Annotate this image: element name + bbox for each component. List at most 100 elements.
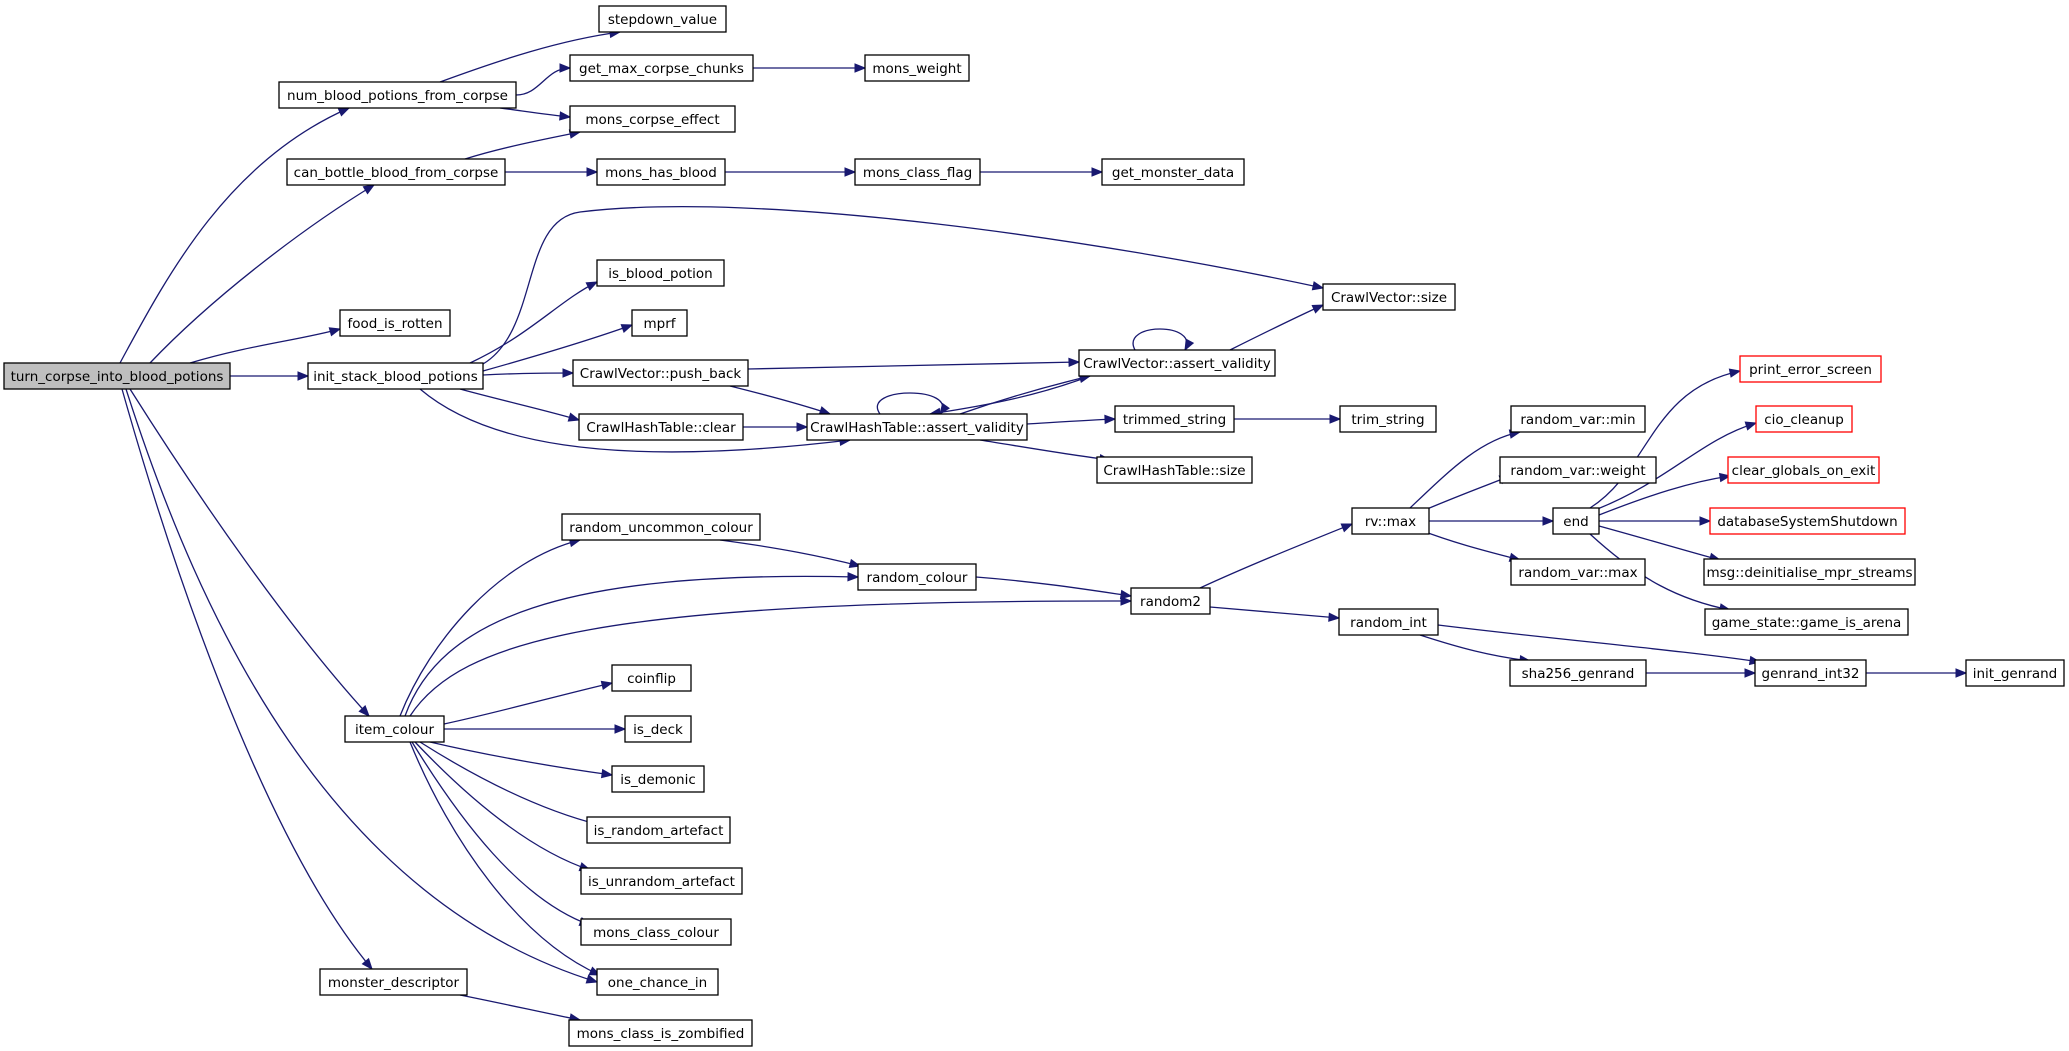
node-box[interactable] (1755, 405, 1853, 433)
node-game-is-arena[interactable]: game_state::game_is_arena (1704, 608, 1909, 636)
node-box[interactable] (580, 918, 732, 946)
node-box[interactable] (1965, 659, 2065, 687)
node-cv-size[interactable]: CrawlVector::size (1322, 283, 1456, 311)
node-rvar-weight[interactable]: random_var::weight (1499, 456, 1657, 484)
node-can-bottle[interactable]: can_bottle_blood_from_corpse (286, 158, 506, 186)
node-box[interactable] (569, 105, 736, 133)
node-genrand-int32[interactable]: genrand_int32 (1754, 659, 1867, 687)
node-box[interactable] (1499, 456, 1657, 484)
node-box[interactable] (1114, 405, 1235, 433)
node-mprf[interactable]: mprf (631, 309, 688, 337)
node-stepdown[interactable]: stepdown_value (598, 5, 727, 33)
node-random-colour[interactable]: random_colour (857, 563, 977, 591)
node-is-deck[interactable]: is_deck (624, 715, 692, 743)
node-box[interactable] (857, 563, 977, 591)
node-box[interactable] (1322, 283, 1456, 311)
node-mons-class-is-zombified[interactable]: mons_class_is_zombified (568, 1019, 753, 1047)
node-box[interactable] (596, 158, 726, 186)
node-is-unrandom-artefact[interactable]: is_unrandom_artefact (580, 867, 743, 895)
node-msg-deinit[interactable]: msg::deinitialise_mpr_streams (1703, 558, 1916, 586)
node-food-rotten[interactable]: food_is_rotten (339, 309, 451, 337)
node-box[interactable] (596, 259, 725, 287)
node-box[interactable] (1510, 405, 1646, 433)
node-box[interactable] (568, 1019, 753, 1047)
node-clear-globals[interactable]: clear_globals_on_exit (1727, 456, 1880, 484)
node-box[interactable] (278, 81, 517, 109)
node-box[interactable] (1101, 158, 1245, 186)
node-box[interactable] (1739, 355, 1882, 383)
node-cht-assert[interactable]: CrawlHashTable::assert_validity (806, 413, 1028, 441)
node-box[interactable] (624, 715, 692, 743)
node-box[interactable] (1709, 507, 1906, 535)
node-box[interactable] (1510, 558, 1646, 586)
node-db-shutdown[interactable]: databaseSystemShutdown (1709, 507, 1906, 535)
node-mons-class-colour[interactable]: mons_class_colour (580, 918, 732, 946)
node-rvar-min[interactable]: random_var::min (1510, 405, 1646, 433)
node-trimmed-string[interactable]: trimmed_string (1114, 405, 1235, 433)
node-box[interactable] (569, 54, 754, 82)
node-box[interactable] (1552, 507, 1600, 535)
node-cht-size[interactable]: CrawlHashTable::size (1096, 456, 1253, 484)
node-box[interactable] (1727, 456, 1880, 484)
node-box[interactable] (586, 816, 731, 844)
node-box[interactable] (307, 362, 484, 390)
node-box[interactable] (1509, 659, 1647, 687)
node-is-random-artefact[interactable]: is_random_artefact (586, 816, 731, 844)
node-box[interactable] (1130, 587, 1211, 615)
node-cht-clear[interactable]: CrawlHashTable::clear (578, 413, 744, 441)
node-box[interactable] (1704, 608, 1909, 636)
node-rvar-max[interactable]: random_var::max (1510, 558, 1646, 586)
node-trim-string[interactable]: trim_string (1339, 405, 1437, 433)
node-box[interactable] (580, 867, 743, 895)
node-box[interactable] (611, 664, 692, 692)
node-box[interactable] (572, 359, 749, 387)
node-box[interactable] (1339, 405, 1437, 433)
node-random-uncommon[interactable]: random_uncommon_colour (561, 513, 761, 541)
node-box[interactable] (339, 309, 451, 337)
node-box[interactable] (3, 362, 231, 390)
node-cio-cleanup[interactable]: cio_cleanup (1755, 405, 1853, 433)
node-get-max[interactable]: get_max_corpse_chunks (569, 54, 754, 82)
node-coinflip[interactable]: coinflip (611, 664, 692, 692)
node-box[interactable] (1754, 659, 1867, 687)
node-monster-desc[interactable]: monster_descriptor (319, 968, 468, 996)
node-item-colour[interactable]: item_colour (344, 715, 445, 743)
node-num-blood[interactable]: num_blood_potions_from_corpse (278, 81, 517, 109)
node-rv-max[interactable]: rv::max (1351, 507, 1430, 535)
node-box[interactable] (611, 765, 705, 793)
node-random-int[interactable]: random_int (1338, 608, 1439, 636)
node-mons-corpse-effect[interactable]: mons_corpse_effect (569, 105, 736, 133)
node-end[interactable]: end (1552, 507, 1600, 535)
node-box[interactable] (1078, 349, 1276, 377)
node-sha256-genrand[interactable]: sha256_genrand (1509, 659, 1647, 687)
node-box[interactable] (1703, 558, 1916, 586)
node-box[interactable] (631, 309, 688, 337)
node-box[interactable] (561, 513, 761, 541)
node-box[interactable] (596, 968, 719, 996)
node-box[interactable] (1338, 608, 1439, 636)
node-box[interactable] (578, 413, 744, 441)
node-init-stack[interactable]: init_stack_blood_potions (307, 362, 484, 390)
node-box[interactable] (286, 158, 506, 186)
node-mons-has-blood[interactable]: mons_has_blood (596, 158, 726, 186)
node-turn-corpse[interactable]: turn_corpse_into_blood_potions (3, 362, 231, 390)
node-box[interactable] (598, 5, 727, 33)
node-cv-assert[interactable]: CrawlVector::assert_validity (1078, 349, 1276, 377)
node-is-blood-potion[interactable]: is_blood_potion (596, 259, 725, 287)
node-random2[interactable]: random2 (1130, 587, 1211, 615)
node-box[interactable] (1096, 456, 1253, 484)
node-box[interactable] (864, 54, 970, 82)
node-box[interactable] (1351, 507, 1430, 535)
node-print-error-screen[interactable]: print_error_screen (1739, 355, 1882, 383)
node-box[interactable] (854, 158, 981, 186)
node-box[interactable] (806, 413, 1028, 441)
node-cv-push-back[interactable]: CrawlVector::push_back (572, 359, 749, 387)
node-box[interactable] (319, 968, 468, 996)
node-box[interactable] (344, 715, 445, 743)
node-mons-class-flag[interactable]: mons_class_flag (854, 158, 981, 186)
node-one-chance-in[interactable]: one_chance_in (596, 968, 719, 996)
node-is-demonic[interactable]: is_demonic (611, 765, 705, 793)
node-init-genrand[interactable]: init_genrand (1965, 659, 2065, 687)
node-mons-weight[interactable]: mons_weight (864, 54, 970, 82)
node-get-monster-data[interactable]: get_monster_data (1101, 158, 1245, 186)
